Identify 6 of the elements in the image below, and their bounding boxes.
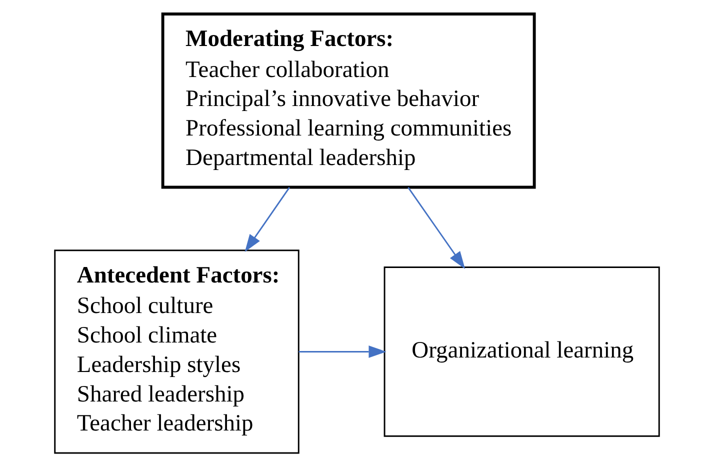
node-box: Antecedent Factors: School culture School climate Leadership styles Shared leadership Teacher leadership <box>54 250 299 454</box>
node-box: Organizational learning <box>383 266 660 437</box>
node-box: Moderating Factors: Teacher collaboration Principal’s innovative behavior Professional learning communities Departmental leadership <box>160 12 536 189</box>
arrow <box>244 187 290 252</box>
arrow <box>298 346 386 358</box>
arrow <box>407 187 465 270</box>
